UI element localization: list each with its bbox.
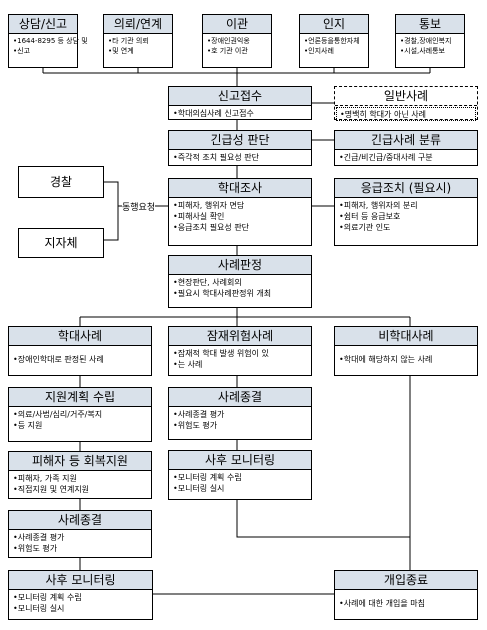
- support-plan-title: 지원계획 수립: [9, 388, 151, 407]
- non-abuse-line: •학대에 해당하지 않는 사례: [339, 355, 433, 364]
- source-box-consult: 상담/신고 •1644-8295 등 상담 및 •신고: [8, 14, 88, 68]
- judgment-line: •현장판단, 사례회의: [173, 278, 242, 287]
- case-close-left-title: 사례종결: [9, 511, 151, 530]
- abuse-case-box: 학대사례 •장애인학대로 판정된 사례: [8, 326, 152, 376]
- monitoring-left-line: •모니터링 계획 수립: [13, 593, 82, 602]
- support-plan-box: 지원계획 수립 •의료/사법/심리/거주/복지 •등 지원: [8, 387, 152, 442]
- case-close-mid-line: •사례종결 평가: [173, 410, 225, 419]
- monitoring-mid-title: 사후 모니터링: [169, 451, 311, 470]
- source-title: 이관: [203, 15, 271, 34]
- intake-box: 신고접수 •학대의심사례 신고접수: [168, 86, 312, 120]
- potential-case-line: •잠재적 학대 발생 위험이 있: [173, 349, 269, 358]
- emergency-box: 응급조치 (필요시) •피해자, 행위자의 분리 •쉼터 등 응급보호 •의료기…: [334, 178, 478, 246]
- monitoring-left-box: 사후 모니터링 •모니터링 계획 수립 •모니터링 실시: [8, 570, 153, 620]
- source-line: •장애인권익옹: [207, 37, 250, 45]
- joint-request-label: 동행요청: [122, 200, 156, 213]
- emergency-line: •피해자, 행위자의 분리: [339, 201, 418, 210]
- urgency-class-line: •긴급/비긴급/중대사례 구분: [339, 153, 433, 162]
- case-close-left-box: 사례종결 •사례종결 평가 •위험도 평가: [8, 510, 152, 558]
- recovery-line: •피해자, 가족 지원: [13, 474, 77, 483]
- intake-line: •학대의심사례 신고접수: [173, 109, 254, 118]
- source-line: •인지사례: [304, 47, 334, 55]
- investigation-line: •응급조치 필요성 판단: [173, 223, 250, 232]
- local-gov-box: 지자체: [18, 228, 104, 258]
- urgency-box: 긴급성 판단 •즉각적 조치 필요성 판단: [168, 130, 312, 166]
- source-line: •경찰,장애인복지: [400, 37, 452, 45]
- urgency-class-title: 긴급사례 분류: [335, 131, 477, 150]
- general-case-box: 일반사례 •명백히 학대가 아닌 사례: [334, 86, 478, 121]
- source-line: •신고: [13, 47, 31, 55]
- monitoring-left-line: •모니터링 실시: [13, 604, 65, 613]
- case-close-mid-box: 사례종결 •사례종결 평가 •위험도 평가: [168, 387, 312, 440]
- monitoring-mid-box: 사후 모니터링 •모니터링 계획 수립 •모니터링 실시: [168, 450, 312, 500]
- potential-case-box: 잠재위험사례 •잠재적 학대 발생 위험이 있 •는 사례: [168, 326, 312, 376]
- non-abuse-box: 비학대사례 •학대에 해당하지 않는 사례: [334, 326, 478, 376]
- source-line: •언론등을통한자체: [304, 37, 360, 45]
- support-plan-line: •등 지원: [13, 421, 43, 430]
- emergency-line: •쉼터 등 응급보호: [339, 212, 401, 221]
- emergency-title: 응급조치 (필요시): [335, 179, 477, 198]
- monitoring-mid-line: •모니터링 실시: [173, 484, 225, 493]
- local-gov-label: 지자체: [44, 236, 78, 250]
- urgency-line: •즉각적 조치 필요성 판단: [173, 153, 259, 162]
- general-case-title: 일반사례: [335, 87, 477, 106]
- case-close-mid-title: 사례종결: [169, 388, 311, 407]
- recovery-title: 피해자 등 회복지원: [9, 452, 151, 471]
- source-title: 상담/신고: [9, 15, 77, 34]
- source-line: •1644-8295 등 상담 및: [13, 37, 88, 45]
- emergency-line: •의료기관 인도: [339, 223, 391, 232]
- wire-police: [104, 181, 119, 241]
- end-title: 개입종료: [335, 571, 477, 590]
- investigation-line: •피해사실 확인: [173, 212, 225, 221]
- general-case-line: •명백히 학대가 아닌 사례: [340, 110, 426, 119]
- investigation-box: 학대조사 •피해자, 행위자 면담 •피해사실 확인 •응급조치 필요성 판단: [168, 178, 312, 246]
- case-close-left-line: •사례종결 평가: [13, 533, 65, 542]
- recovery-box: 피해자 등 회복지원 •피해자, 가족 지원 •직접지원 및 연계지원: [8, 451, 152, 499]
- judgment-line: •필요시 학대사례판정위 개최: [173, 289, 272, 298]
- source-line: •시설,사례통보: [400, 47, 445, 55]
- urgency-class-box: 긴급사례 분류 •긴급/비긴급/중대사례 구분: [334, 130, 478, 166]
- source-box-notice: 통보 •경찰,장애인복지 •시설,사례통보: [395, 14, 465, 68]
- monitoring-left-title: 사후 모니터링: [9, 571, 152, 590]
- judgment-title: 사례판정: [169, 256, 311, 275]
- source-title: 인지: [300, 15, 368, 34]
- investigation-title: 학대조사: [169, 179, 311, 198]
- source-line: •타 기관 의뢰: [108, 37, 149, 45]
- case-close-left-line: •위험도 평가: [13, 544, 58, 553]
- case-close-mid-line: •위험도 평가: [173, 421, 218, 430]
- abuse-case-line: •장애인학대로 판정된 사례: [13, 355, 104, 364]
- potential-case-line: •는 사례: [173, 360, 203, 369]
- non-abuse-title: 비학대사례: [335, 327, 477, 346]
- support-plan-line: •의료/사법/심리/거주/복지: [13, 410, 103, 419]
- recovery-line: •직접지원 및 연계지원: [13, 485, 90, 494]
- potential-case-title: 잠재위험사례: [169, 327, 311, 346]
- source-title: 의뢰/연계: [104, 15, 172, 34]
- urgency-title: 긴급성 판단: [169, 131, 311, 150]
- end-box: 개입종료 •사례에 대한 개입을 마침: [334, 570, 478, 620]
- intake-title: 신고접수: [169, 87, 311, 106]
- source-box-referral: 의뢰/연계 •타 기관 의뢰 •및 연계: [103, 14, 173, 68]
- investigation-line: •피해자, 행위자 면담: [173, 201, 245, 210]
- judgment-box: 사례판정 •현장판단, 사례회의 •필요시 학대사례판정위 개최: [168, 255, 312, 308]
- source-box-transfer: 이관 •장애인권익옹 •호 기관 이관: [202, 14, 272, 68]
- abuse-case-title: 학대사례: [9, 327, 151, 346]
- monitoring-mid-line: •모니터링 계획 수립: [173, 473, 242, 482]
- police-label: 경찰: [49, 175, 73, 189]
- source-line: •및 연계: [108, 47, 134, 55]
- wire-monitor-mid-end: [236, 500, 410, 538]
- source-box-recognition: 인지 •언론등을통한자체 •인지사례: [299, 14, 369, 68]
- source-line: •호 기관 이관: [207, 47, 248, 55]
- police-box: 경찰: [18, 166, 104, 198]
- end-line: •사례에 대한 개입을 마침: [339, 599, 425, 608]
- source-title: 통보: [396, 15, 464, 34]
